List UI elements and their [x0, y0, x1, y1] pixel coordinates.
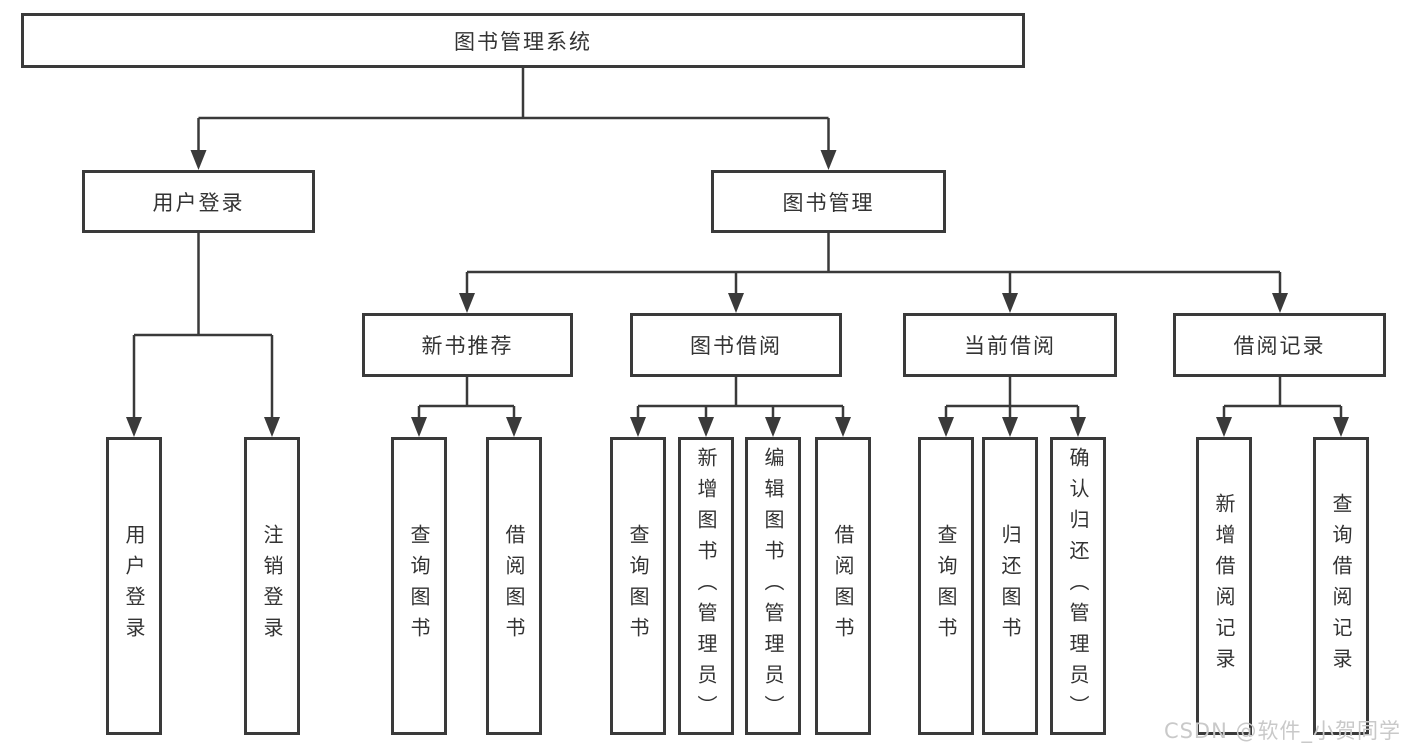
node-user-login-label: 用户登录	[152, 190, 245, 215]
leaf-query-books-current: 查询图书	[918, 437, 974, 735]
leaf-borrow-books: 借阅图书	[815, 437, 871, 735]
leaf-add-borrow-record-label: 新增借阅记录	[1212, 493, 1236, 679]
leaf-edit-books-admin-label: 编辑图书（管理员）	[761, 446, 785, 726]
leaf-user-login: 用户登录	[106, 437, 162, 735]
node-book-borrow: 图书借阅	[630, 313, 842, 377]
node-book-management: 图书管理	[711, 170, 946, 233]
leaf-logout-label: 注销登录	[260, 524, 284, 648]
leaf-user-login-label: 用户登录	[122, 524, 146, 648]
leaf-borrow-books-label: 借阅图书	[831, 524, 855, 648]
leaf-logout: 注销登录	[244, 437, 300, 735]
leaf-add-books-admin-label: 新增图书（管理员）	[694, 446, 718, 726]
leaf-confirm-return-admin: 确认归还（管理员）	[1050, 437, 1106, 735]
node-new-book-recommend-label: 新书推荐	[421, 334, 514, 358]
leaf-add-books-admin: 新增图书（管理员）	[678, 437, 734, 735]
leaf-return-books: 归还图书	[982, 437, 1038, 735]
node-root-label: 图书管理系统	[454, 29, 592, 54]
leaf-query-borrow-record-label: 查询借阅记录	[1329, 493, 1353, 679]
leaf-borrow-books-recommend: 借阅图书	[486, 437, 542, 735]
leaf-query-books-borrow: 查询图书	[610, 437, 666, 735]
node-borrow-records: 借阅记录	[1173, 313, 1386, 377]
watermark: CSDN @软件_小贺同学	[1163, 719, 1401, 743]
node-book-borrow-label: 图书借阅	[690, 334, 782, 358]
leaf-query-books-borrow-label: 查询图书	[626, 524, 650, 648]
leaf-query-books-current-label: 查询图书	[934, 524, 958, 648]
node-book-management-label: 图书管理	[782, 190, 875, 215]
node-root: 图书管理系统	[21, 13, 1025, 68]
leaf-query-borrow-record: 查询借阅记录	[1313, 437, 1369, 735]
node-current-borrow: 当前借阅	[903, 313, 1117, 377]
leaf-add-borrow-record: 新增借阅记录	[1196, 437, 1252, 735]
leaf-query-books-recommend: 查询图书	[391, 437, 447, 735]
leaf-confirm-return-admin-label: 确认归还（管理员）	[1066, 446, 1090, 726]
node-current-borrow-label: 当前借阅	[964, 334, 1056, 358]
leaf-query-books-recommend-label: 查询图书	[407, 524, 431, 648]
leaf-return-books-label: 归还图书	[998, 524, 1022, 648]
leaf-edit-books-admin: 编辑图书（管理员）	[745, 437, 801, 735]
leaf-borrow-books-recommend-label: 借阅图书	[502, 524, 526, 648]
node-new-book-recommend: 新书推荐	[362, 313, 573, 377]
node-borrow-records-label: 借阅记录	[1233, 334, 1326, 358]
node-user-login: 用户登录	[82, 170, 315, 233]
